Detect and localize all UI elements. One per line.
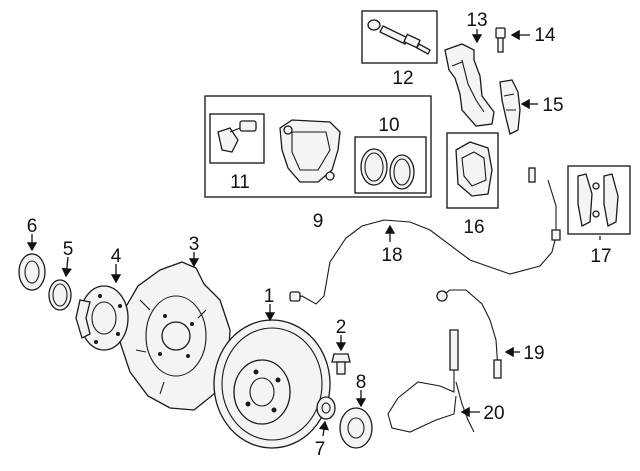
callout-13: 13 [466, 10, 487, 31]
wheel-hub [75, 285, 129, 351]
callout-3: 3 [189, 234, 200, 255]
wheel-bearing [18, 253, 46, 291]
callout-19: 19 [523, 343, 544, 364]
callout-14: 14 [534, 25, 556, 46]
brake-rotor [213, 319, 331, 449]
callout-7: 7 [315, 439, 326, 460]
callout-1: 1 [264, 286, 275, 307]
box-10 [354, 136, 427, 194]
callout-11: 11 [230, 172, 250, 193]
leader-lines [26, 29, 601, 437]
dust-shield [119, 261, 231, 411]
carrier-bolt [495, 27, 506, 53]
box-9 [204, 95, 432, 198]
piston-seals [360, 148, 415, 190]
tone-ring [339, 407, 373, 449]
callout-20: 20 [483, 403, 504, 424]
callout-9: 9 [313, 211, 324, 232]
caliper [279, 119, 341, 183]
callout-18: 18 [381, 245, 402, 266]
box-11 [209, 113, 265, 164]
pad-retainer-clip [499, 79, 521, 135]
axle-nut [316, 396, 336, 420]
wheel-speed-sensor-bracket [387, 329, 475, 433]
callout-5: 5 [63, 239, 74, 260]
callout-8: 8 [356, 372, 367, 393]
abs-speed-sensor [436, 289, 502, 379]
callout-4: 4 [111, 246, 122, 267]
box-16 [446, 132, 499, 209]
rotor-screw [331, 353, 351, 375]
callout-16: 16 [463, 217, 484, 238]
callout-6: 6 [27, 216, 38, 237]
box-17 [567, 165, 631, 235]
callout-2: 2 [336, 317, 347, 338]
callout-12: 12 [392, 68, 413, 89]
callout-15: 15 [542, 95, 563, 116]
callout-labels: 1 2 3 4 5 6 7 8 9 10 11 12 13 14 15 16 1… [27, 10, 612, 460]
snap-ring [48, 279, 72, 311]
callout-10: 10 [378, 115, 399, 136]
caliper-fitting [217, 120, 257, 153]
brake-pads [455, 141, 493, 197]
guide-pin-kit [367, 19, 431, 55]
caliper-carrier [444, 43, 495, 127]
pad-wear-sensor [289, 167, 561, 305]
callout-17: 17 [590, 246, 611, 267]
box-12 [361, 10, 438, 64]
pad-hardware-kit [577, 173, 619, 227]
